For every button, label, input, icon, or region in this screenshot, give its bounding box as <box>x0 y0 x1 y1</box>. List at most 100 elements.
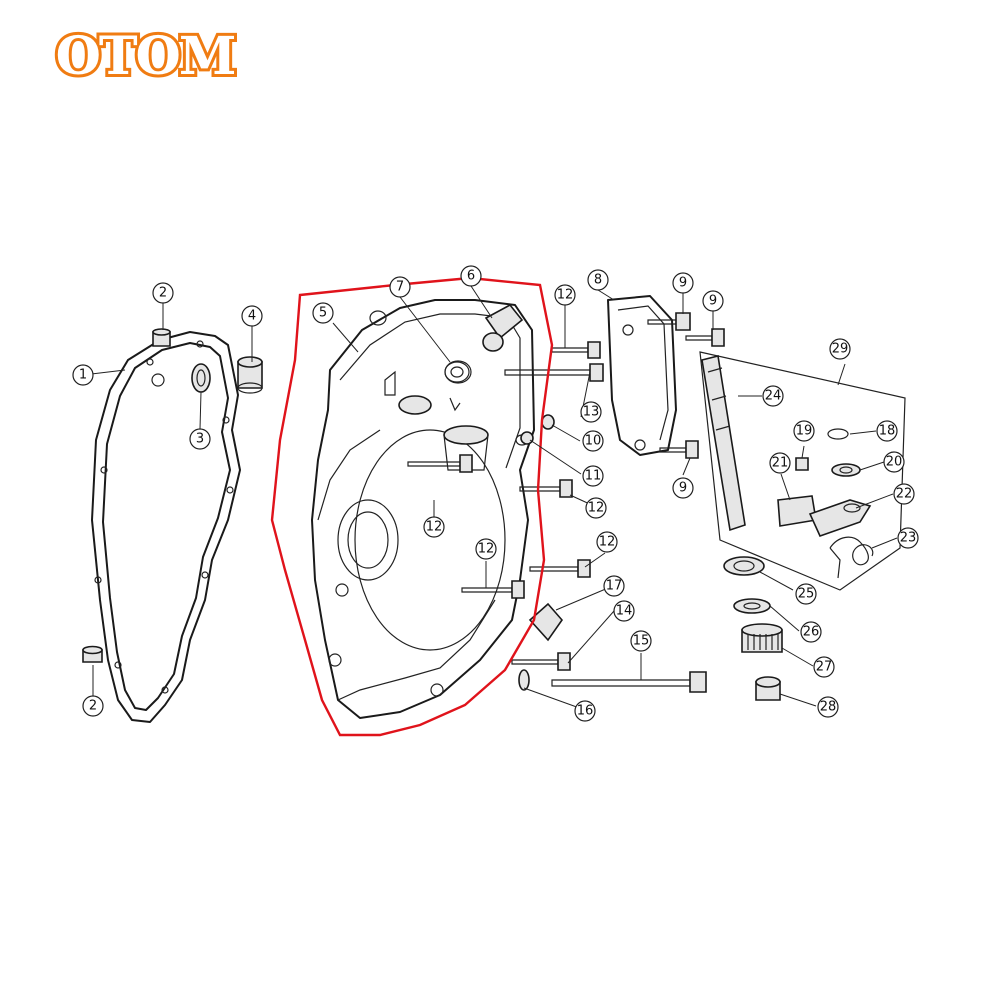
callout-9-c: 9 <box>672 477 694 499</box>
bushing-part-4 <box>237 356 263 394</box>
svg-text:9: 9 <box>709 294 717 309</box>
svg-text:18: 18 <box>879 424 896 439</box>
svg-text:27: 27 <box>816 660 833 675</box>
bolt-part-13 <box>504 363 604 382</box>
washer-part-20 <box>831 463 861 477</box>
callout-3: 3 <box>189 428 211 450</box>
callout-19: 19 <box>793 420 815 442</box>
svg-text:12: 12 <box>478 542 495 557</box>
highlight-outline <box>270 276 554 737</box>
lever-part-21 <box>777 495 817 527</box>
callout-12-f: 12 <box>458 454 475 469</box>
gasket-part-1 <box>91 331 241 723</box>
grommet-part-17 <box>528 602 564 642</box>
svg-text:29: 29 <box>832 342 849 357</box>
svg-text:23: 23 <box>900 531 917 546</box>
callout-22: 22 <box>893 483 915 505</box>
svg-text:4: 4 <box>248 309 256 324</box>
callout-11: 11 <box>582 465 604 487</box>
callout-18: 18 <box>876 420 898 442</box>
o-ring-part-7 <box>444 360 472 384</box>
long-bolt-part-15 <box>551 671 707 693</box>
callout-28: 28 <box>817 696 839 718</box>
callout-15: 15 <box>630 630 652 652</box>
svg-text:17: 17 <box>606 579 623 594</box>
callout-12-c: 12 <box>596 531 618 553</box>
svg-text:26: 26 <box>803 625 820 640</box>
shaft-part-24 <box>701 355 746 532</box>
dowel-pin-top <box>152 328 171 347</box>
washer-part-11 <box>520 431 534 445</box>
crankcase-cover-part-5 <box>311 299 535 719</box>
shaft-assembly-frame-part-29 <box>699 351 906 591</box>
svg-text:12: 12 <box>426 520 443 535</box>
bolt-part-14 <box>511 652 571 671</box>
callout-17: 17 <box>603 575 625 597</box>
callout-1: 1 <box>72 364 94 386</box>
logo-text: OTOM <box>56 28 235 86</box>
bolt-part-9-c <box>659 440 699 459</box>
needle-bearing-part-27 <box>741 623 783 653</box>
svg-text:9: 9 <box>679 276 687 291</box>
svg-text:5: 5 <box>319 306 327 321</box>
washer-part-16 <box>518 669 530 691</box>
svg-text:2: 2 <box>89 699 97 714</box>
callout-27: 27 <box>813 656 835 678</box>
callout-2-bottom: 2 <box>82 695 104 717</box>
svg-text:14: 14 <box>616 604 633 619</box>
bolt-part-9-a <box>647 312 691 331</box>
otom-logo: OTOM <box>53 28 240 86</box>
svg-text:20: 20 <box>886 455 903 470</box>
bolt-part-12-e <box>461 580 525 599</box>
callout-4: 4 <box>241 305 263 327</box>
svg-text:12: 12 <box>557 288 574 303</box>
callout-20: 20 <box>883 451 905 473</box>
svg-text:7: 7 <box>396 280 404 295</box>
svg-text:28: 28 <box>820 700 837 715</box>
bolt-part-9-b <box>685 328 725 347</box>
svg-text:3: 3 <box>196 432 204 447</box>
spring-part-23 <box>829 536 874 579</box>
svg-text:21: 21 <box>772 456 789 471</box>
callout-12-d: 12 <box>475 538 497 560</box>
callout-13: 13 <box>580 401 602 423</box>
callout-7: 7 <box>389 276 411 298</box>
callout-12-e: 12 <box>423 516 445 538</box>
dowel-pin-bottom <box>82 645 103 663</box>
callout-12-a: 12 <box>554 284 576 306</box>
svg-text:10: 10 <box>585 434 602 449</box>
svg-text:12: 12 <box>599 535 616 550</box>
bushing-part-28 <box>755 676 781 701</box>
svg-text:19: 19 <box>796 424 813 439</box>
svg-text:13: 13 <box>583 405 600 420</box>
bolt-part-12-d <box>529 559 591 578</box>
callout-25: 25 <box>795 583 817 605</box>
svg-text:16: 16 <box>577 704 594 719</box>
svg-text:25: 25 <box>798 587 815 602</box>
svg-text:22: 22 <box>896 487 913 502</box>
bolt-part-10 <box>541 414 555 430</box>
callout-2-top: 2 <box>152 282 174 304</box>
washer-part-26 <box>733 598 771 614</box>
callout-9-b: 9 <box>702 290 724 312</box>
callout-21: 21 <box>769 452 791 474</box>
circlip-part-18 <box>827 428 849 440</box>
callout-23: 23 <box>897 527 919 549</box>
bolt-part-12-b <box>407 454 473 473</box>
arm-part-22 <box>808 499 872 537</box>
callout-29: 29 <box>829 338 851 360</box>
svg-text:24: 24 <box>765 389 782 404</box>
svg-text:9: 9 <box>679 481 687 496</box>
svg-text:8: 8 <box>594 273 602 288</box>
callout-14: 14 <box>613 600 635 622</box>
svg-text:6: 6 <box>467 269 475 284</box>
callout-6: 6 <box>460 265 482 287</box>
svg-text:1: 1 <box>79 368 87 383</box>
oil-seal-part-25 <box>723 556 765 576</box>
seal-part-3 <box>191 363 211 393</box>
callout-16: 16 <box>574 700 596 722</box>
callout-9-a: 9 <box>672 272 694 294</box>
callout-24: 24 <box>762 385 784 407</box>
bolt-part-12-c <box>519 479 573 498</box>
